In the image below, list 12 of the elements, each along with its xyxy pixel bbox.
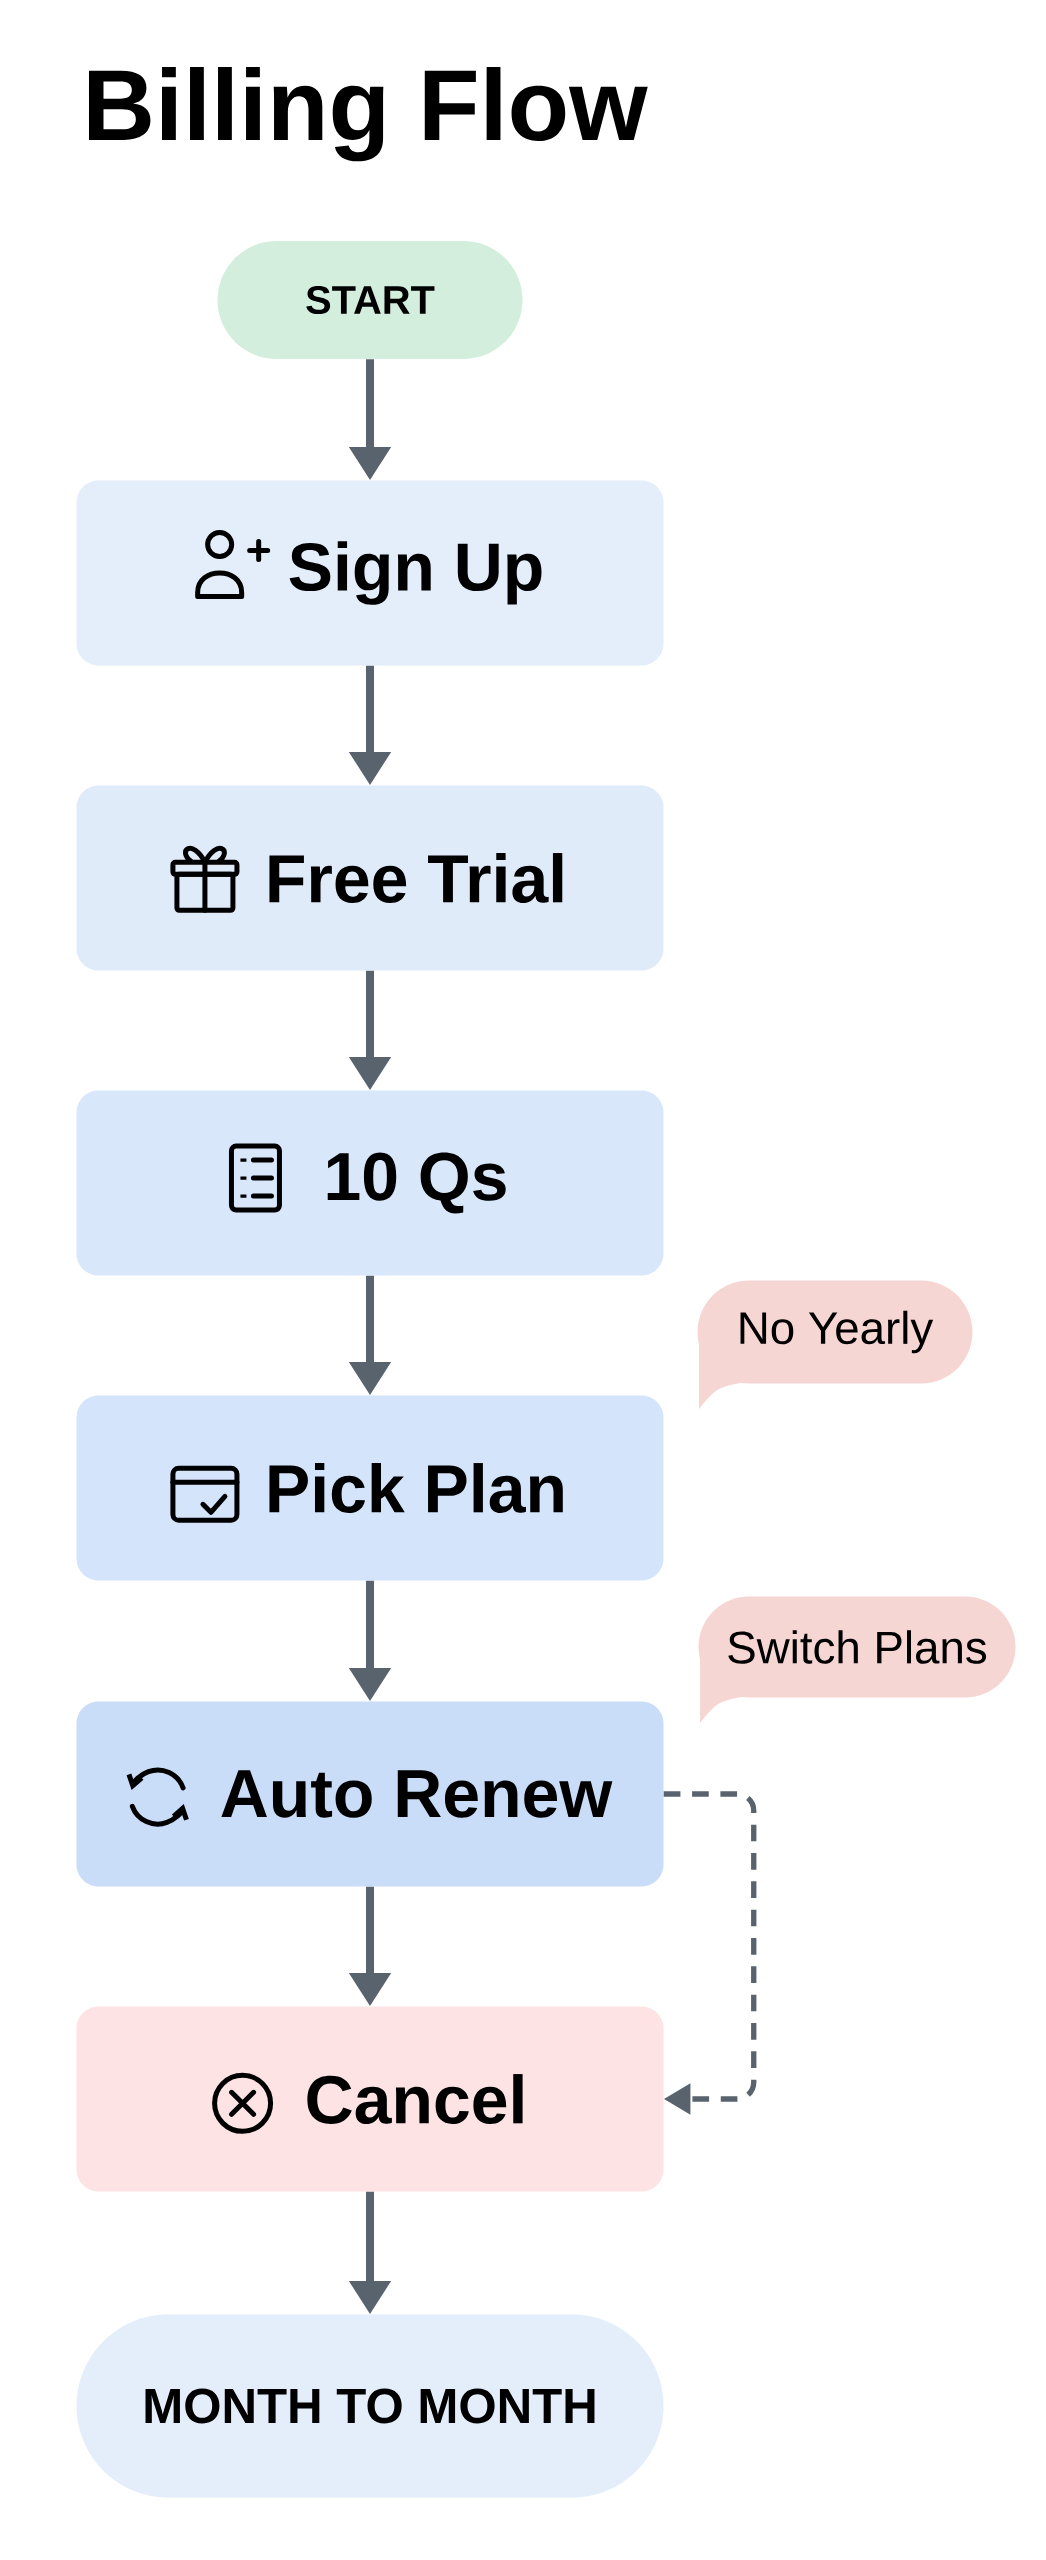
process-box: Sign Up bbox=[76, 480, 664, 666]
terminal-pill: START bbox=[217, 241, 523, 359]
terminal-pill: MONTH TO MONTH bbox=[76, 2314, 664, 2498]
speech-bubble: No Yearly bbox=[697, 1280, 973, 1409]
process-box: Free Trial bbox=[76, 785, 664, 971]
process-box: 10 Qs bbox=[76, 1090, 664, 1276]
process-box: Cancel bbox=[76, 2006, 664, 2192]
speech-bubble: Switch Plans bbox=[698, 1596, 1016, 1723]
process-box: Pick Plan bbox=[76, 1395, 664, 1581]
process-box: Auto Renew bbox=[76, 1701, 664, 1887]
dashed-arrow bbox=[663, 1791, 757, 2115]
title: Billing Flow bbox=[89, 67, 648, 162]
